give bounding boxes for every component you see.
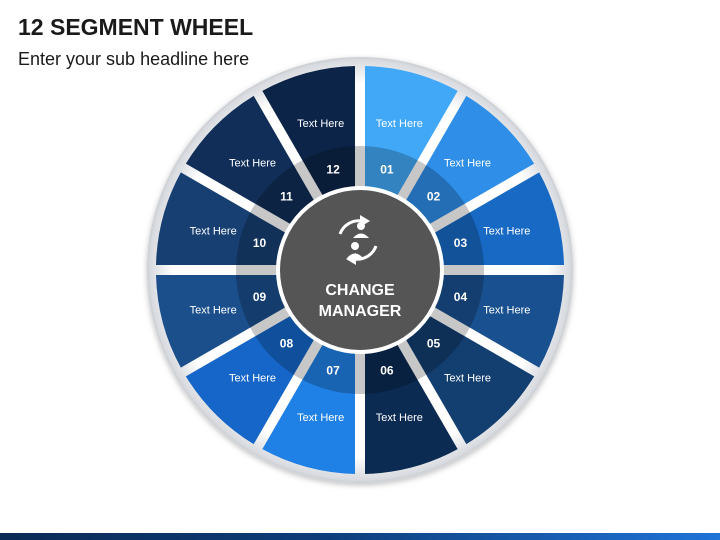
page-subtitle: Enter your sub headline here [18, 49, 250, 69]
segment-number-09: 09 [253, 290, 267, 304]
center-title-line2: MANAGER [319, 303, 402, 320]
segment-label-05: Text Here [444, 372, 491, 384]
center-circle [276, 186, 444, 354]
segment-09 [156, 275, 289, 368]
segment-07 [262, 341, 355, 474]
segment-number-07: 07 [326, 363, 340, 377]
segment-label-12: Text Here [297, 118, 344, 130]
segment-06 [365, 341, 458, 474]
segment-label-03: Text Here [483, 226, 530, 238]
segment-10 [156, 172, 289, 265]
center-title-line1: CHANGE [325, 282, 395, 299]
segment-11 [185, 95, 316, 226]
segment-number-11: 11 [280, 189, 293, 203]
numbers-group: 01 02 03 04 05 06 07 08 09 10 11 12 [236, 146, 484, 394]
segment-12 [262, 66, 355, 199]
segment-03 [431, 172, 564, 265]
segment-number-03: 03 [454, 236, 468, 250]
segment-number-06: 06 [380, 363, 394, 377]
inner-number-band [236, 146, 484, 394]
segment-04 [431, 275, 564, 368]
bottom-accent-bar [0, 533, 720, 540]
page-title: 12 SEGMENT WHEEL [18, 14, 254, 40]
segment-02 [404, 95, 535, 226]
segment-01 [365, 66, 458, 199]
segment-number-01: 01 [380, 163, 394, 177]
segment-label-04: Text Here [483, 304, 530, 316]
segment-label-02: Text Here [444, 158, 491, 170]
segment-number-10: 10 [253, 236, 267, 250]
segment-label-10: Text Here [190, 226, 237, 238]
segment-number-02: 02 [427, 189, 441, 203]
segment-05 [404, 314, 535, 445]
segment-number-05: 05 [427, 337, 441, 351]
segment-label-11: Text Here [229, 158, 276, 170]
segment-label-06: Text Here [376, 412, 423, 424]
segment-08 [185, 314, 316, 445]
people-cycle-icon [338, 215, 378, 265]
segment-number-04: 04 [454, 290, 468, 304]
segment-label-08: Text Here [229, 372, 276, 384]
segment-label-01: Text Here [376, 118, 423, 130]
segment-number-12: 12 [326, 163, 340, 177]
segment-label-07: Text Here [297, 412, 344, 424]
segment-number-08: 08 [280, 337, 294, 351]
segment-label-09: Text Here [190, 304, 237, 316]
